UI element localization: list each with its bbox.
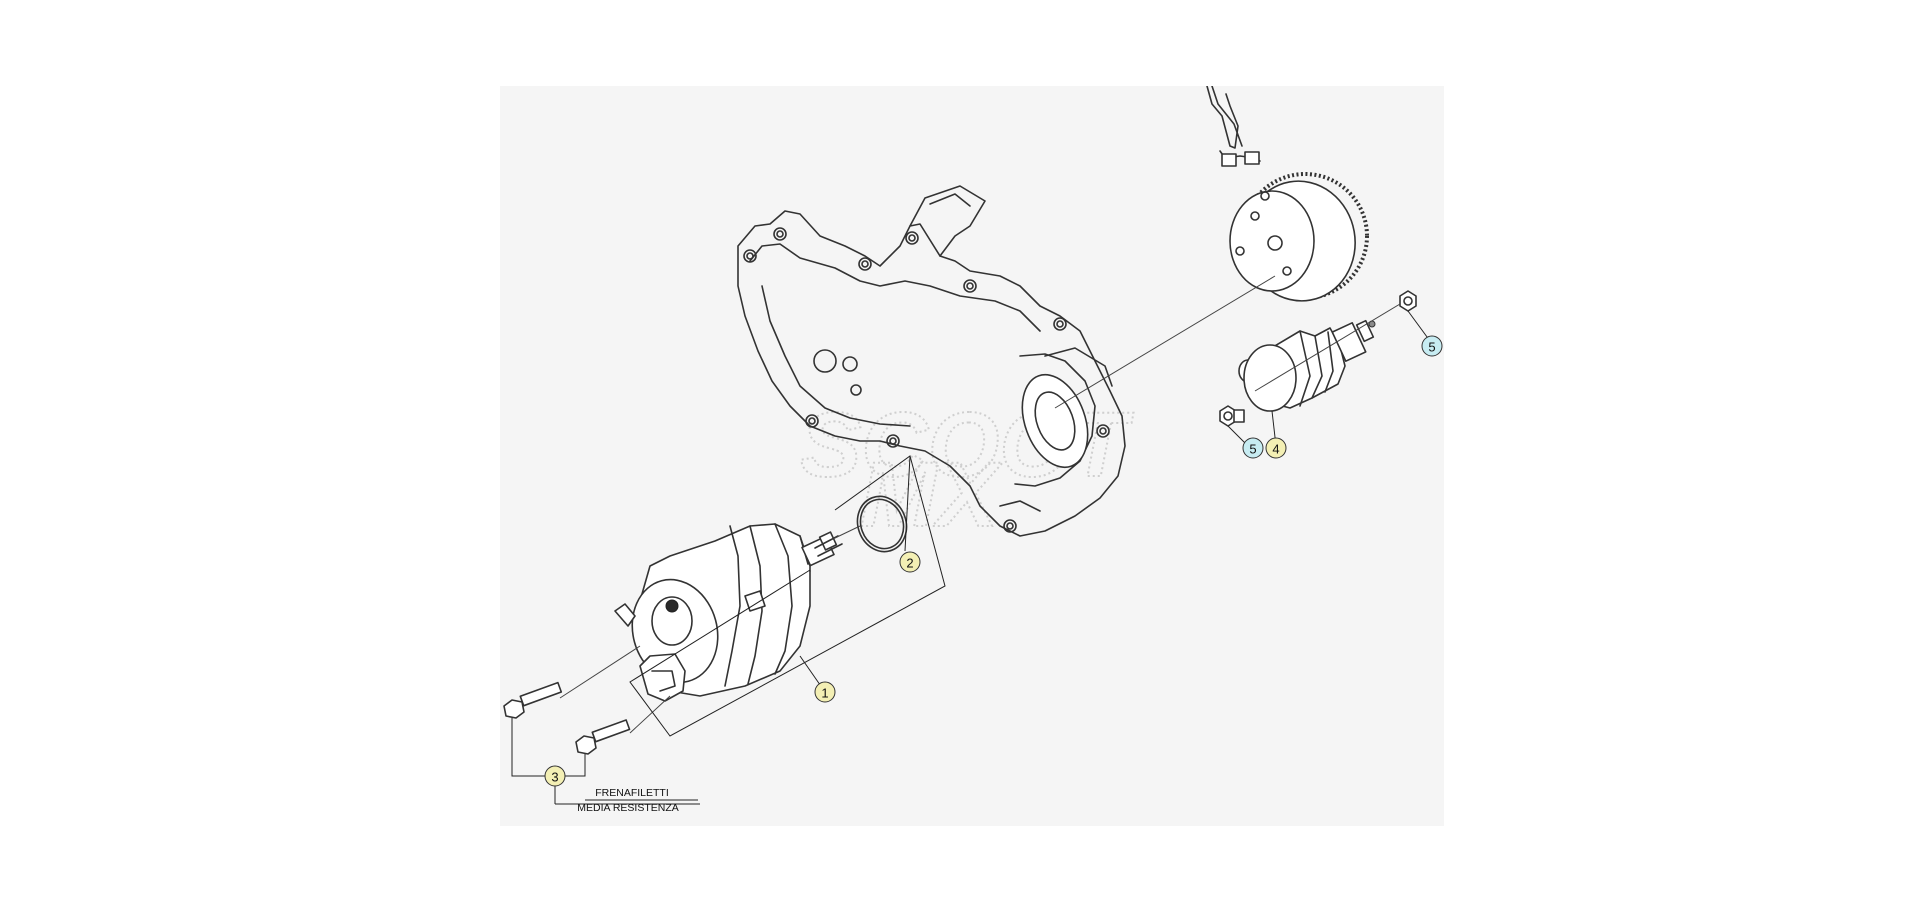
callout-5-left-bubble	[1242, 437, 1264, 459]
note-line-1: FRENAFILETTI	[595, 787, 669, 799]
callout-3-label: 3	[551, 770, 558, 785]
callout-5-right-bubble	[1421, 335, 1443, 357]
callout-3-bubble	[544, 765, 566, 787]
part-4-starter-drive	[1238, 319, 1376, 412]
part-3-bolts	[503, 681, 631, 755]
callout-1[interactable]: 1	[814, 681, 836, 703]
part-1-starter-motor	[614, 523, 843, 702]
callout-1-label: 1	[821, 686, 828, 701]
callout-5-left[interactable]: 5	[1242, 437, 1264, 459]
assembly-lines	[559, 275, 1401, 734]
part-2-o-ring	[856, 495, 908, 553]
threadlocker-note: FRENAFILETTI MEDIA RESISTENZA	[577, 787, 698, 814]
callout-2-bubble	[899, 551, 921, 573]
starter-gear-assembly	[1206, 86, 1369, 302]
parts-diagram-panel: SCOOT MX	[500, 86, 1444, 826]
callout-4-label: 4	[1272, 442, 1279, 457]
callout-2[interactable]: 2	[899, 551, 921, 573]
callout-5-right-label: 5	[1428, 340, 1435, 355]
watermark-line-2: MX	[860, 444, 1003, 546]
callout-2-label: 2	[906, 556, 913, 571]
note-line-2: MEDIA RESISTENZA	[577, 802, 679, 814]
callout-5-right[interactable]: 5	[1421, 335, 1443, 357]
callout-5-left-label: 5	[1249, 442, 1256, 457]
callout-4-bubble	[1265, 437, 1287, 459]
exploded-parts-diagram: SCOOT MX	[503, 86, 1443, 814]
part-5-fasteners	[1219, 290, 1417, 427]
callout-3[interactable]: 3	[544, 765, 566, 787]
callout-1-bubble	[814, 681, 836, 703]
callout-4[interactable]: 4	[1265, 437, 1287, 459]
